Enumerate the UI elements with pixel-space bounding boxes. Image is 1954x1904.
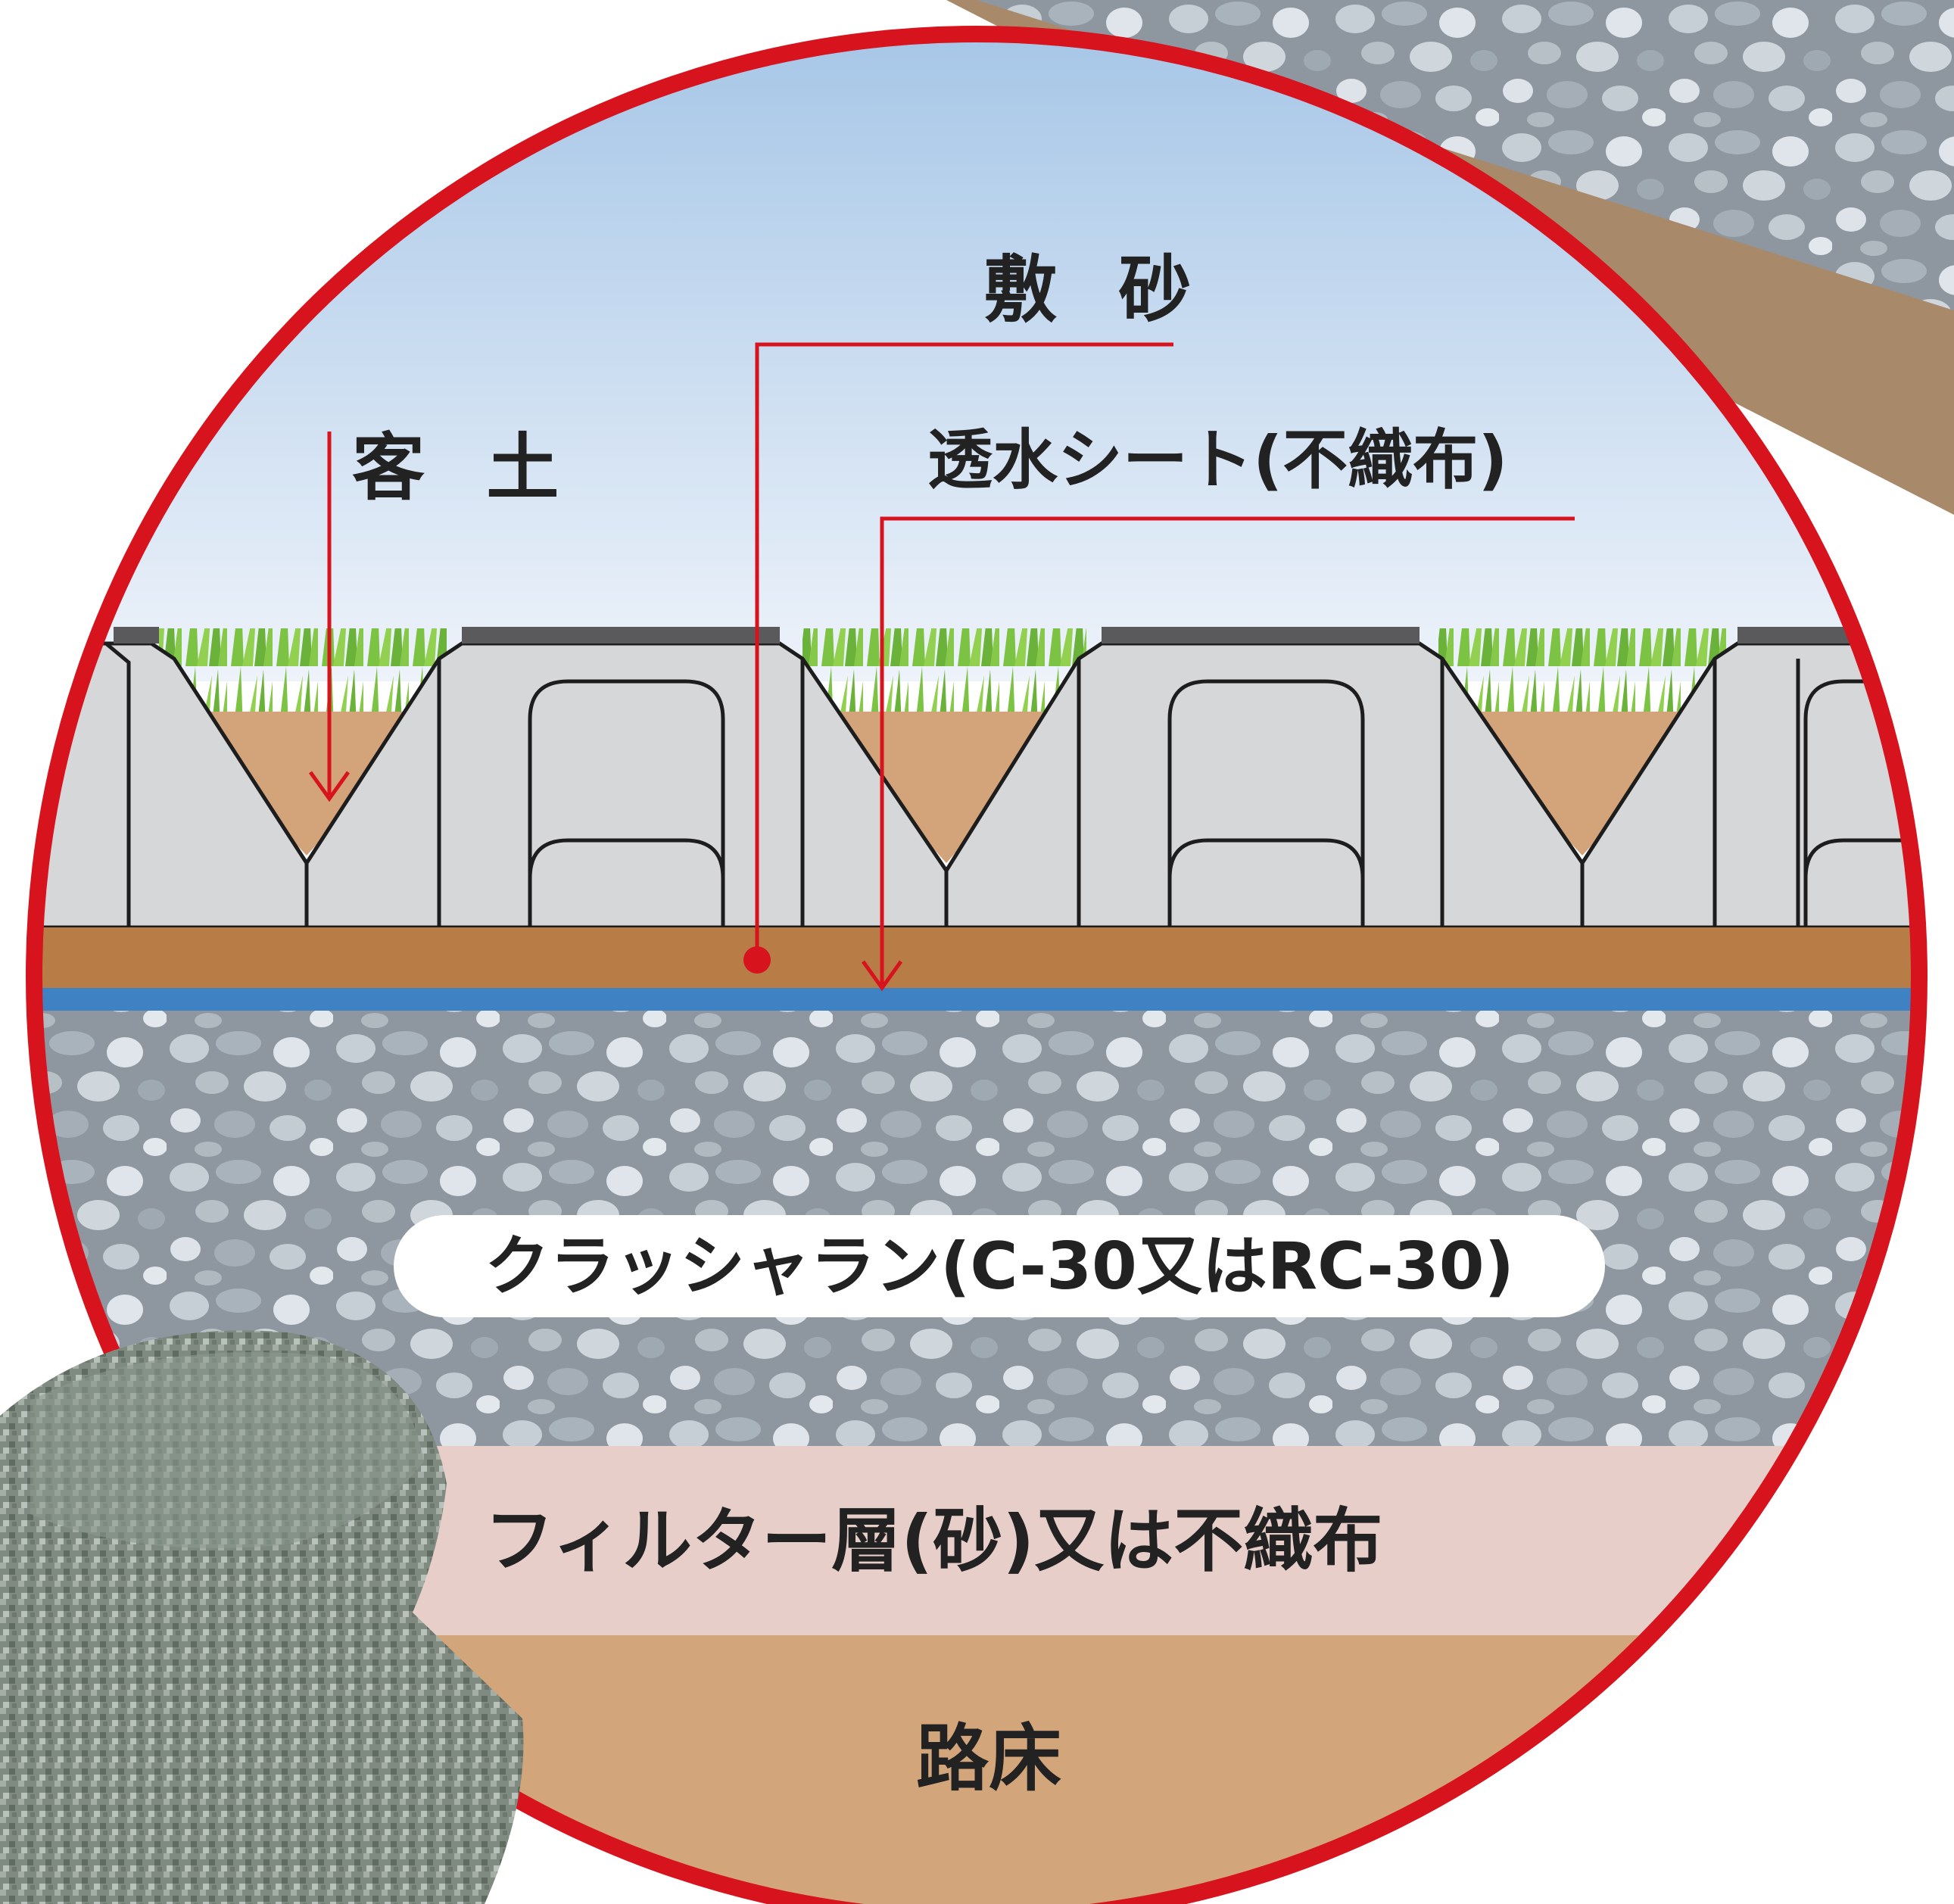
soil-fill [174, 712, 1715, 863]
leader-arrowheads [308, 771, 903, 992]
label-subgrade: 路床 [916, 1716, 1061, 1801]
permeable-sheet-layer [34, 988, 1919, 1011]
leader-lines [327, 342, 1575, 984]
label-permeable-sheet: 透水シート(不織布) [927, 422, 1508, 498]
concrete-block-photo-icon [0, 1330, 524, 1904]
bedding-sand-layer [34, 927, 1919, 988]
label-bedding-sand: 敷 砂 [984, 248, 1210, 332]
label-crusher-run: クラッシャラン(C-30又はRC-30) [394, 1215, 1605, 1317]
circle-frame [26, 26, 1928, 1904]
paving-blocks [34, 641, 1919, 930]
grass [159, 628, 1726, 712]
leader-dot [743, 946, 771, 974]
label-filter-layer: フィルター層(砂)又は不織布 [485, 1500, 1383, 1581]
label-guest-soil: 客 土 [352, 425, 578, 510]
